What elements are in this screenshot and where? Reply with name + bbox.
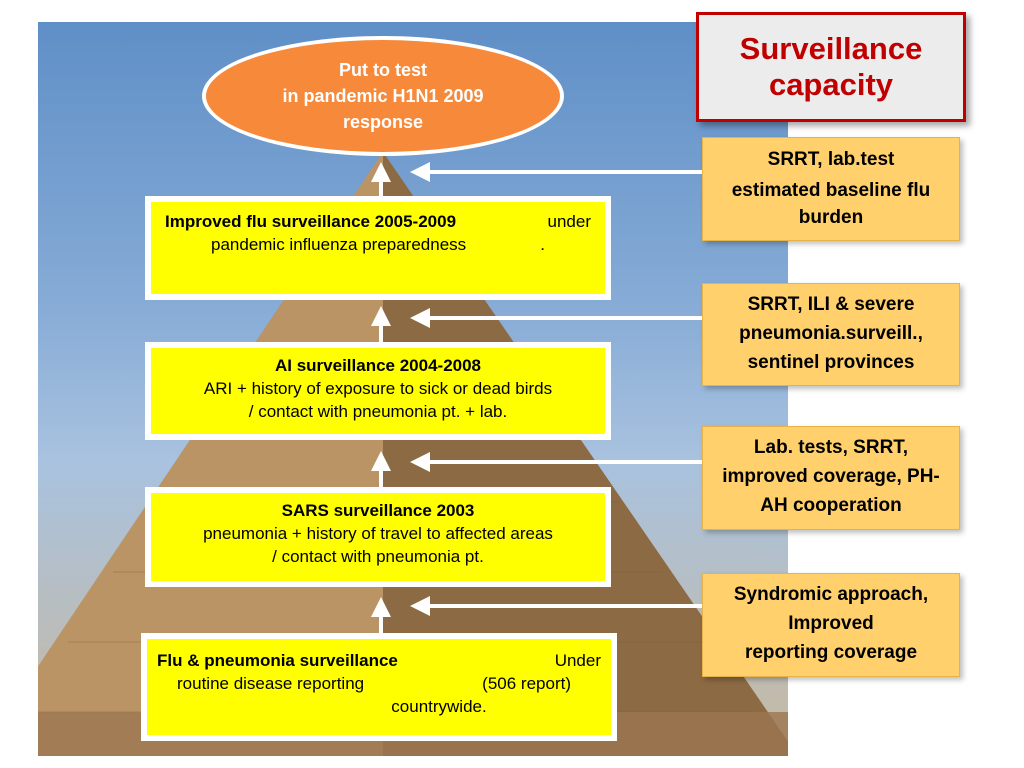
stage-4-title-tail: Under bbox=[554, 651, 601, 670]
stage-2-line-1: ARI + history of exposure to sick or dea… bbox=[203, 379, 553, 398]
stage-1-title-tail: under bbox=[547, 212, 591, 231]
capacity-4-line-2: Improved bbox=[788, 613, 874, 634]
capacity-4-line-1: Syndromic approach, bbox=[733, 584, 929, 605]
stage-1-title: Improved flu surveillance 2005-2009 bbox=[165, 212, 457, 231]
stage-improved-flu-surveillance: Improved flu surveillance 2005-2009 unde… bbox=[145, 196, 611, 300]
capacity-3-line-3: AH cooperation bbox=[760, 495, 902, 516]
stage-1-line-2-tail: . bbox=[540, 235, 545, 254]
stage-flu-pneumonia-surveillance: Flu & pneumonia surveillance Under routi… bbox=[141, 633, 617, 741]
capacity-1-line-3: burden bbox=[798, 207, 864, 228]
stage-3-title: SARS surveillance 2003 bbox=[281, 501, 475, 520]
stage-3-line-2: / contact with pneumonia pt. bbox=[272, 547, 484, 566]
stage-sars-surveillance: SARS surveillance 2003 pneumonia + histo… bbox=[145, 487, 611, 587]
stage-4-line-2-tail: (506 report) bbox=[482, 674, 571, 693]
capacity-2-line-1: SRRT, ILI & severe bbox=[747, 294, 915, 315]
title-line-2: capacity bbox=[768, 67, 894, 102]
stage-4-line-3: countrywide. bbox=[391, 697, 487, 716]
title-box: Surveillance capacity bbox=[696, 12, 966, 122]
stage-2-title: AI surveillance 2004-2008 bbox=[274, 356, 482, 375]
capacity-box-2: SRRT, ILI & severe pneumonia.surveill., … bbox=[702, 283, 960, 386]
outcome-line-3: response bbox=[342, 112, 424, 132]
capacity-1-line-2: estimated baseline flu bbox=[731, 180, 931, 201]
outcome-line-2: in pandemic H1N1 2009 bbox=[282, 86, 484, 106]
capacity-box-4: Syndromic approach, Improved reporting c… bbox=[702, 573, 960, 677]
outcome-oval: Put to test in pandemic H1N1 2009 respon… bbox=[202, 36, 564, 156]
capacity-2-line-3: sentinel provinces bbox=[747, 352, 915, 373]
stage-4-line-2: routine disease reporting bbox=[177, 674, 365, 693]
stage-2-line-2: / contact with pneumonia pt. + lab. bbox=[248, 402, 508, 421]
outcome-line-1: Put to test bbox=[339, 60, 427, 80]
capacity-3-line-1: Lab. tests, SRRT, bbox=[753, 437, 909, 458]
capacity-box-1: SRRT, lab.test estimated baseline flu bu… bbox=[702, 137, 960, 241]
capacity-3-line-2: improved coverage, PH- bbox=[722, 466, 940, 487]
capacity-box-3: Lab. tests, SRRT, improved coverage, PH-… bbox=[702, 426, 960, 530]
capacity-2-line-2: pneumonia.surveill., bbox=[739, 323, 923, 344]
title-line-1: Surveillance bbox=[739, 31, 923, 66]
stage-ai-surveillance: AI surveillance 2004-2008 ARI + history … bbox=[145, 342, 611, 440]
stage-4-title: Flu & pneumonia surveillance bbox=[157, 651, 398, 670]
stage-1-line-2: pandemic influenza preparedness bbox=[211, 235, 467, 254]
capacity-4-line-3: reporting coverage bbox=[744, 642, 918, 663]
stage-3-line-1: pneumonia + history of travel to affecte… bbox=[203, 524, 553, 543]
capacity-1-line-1: SRRT, lab.test bbox=[767, 149, 895, 170]
